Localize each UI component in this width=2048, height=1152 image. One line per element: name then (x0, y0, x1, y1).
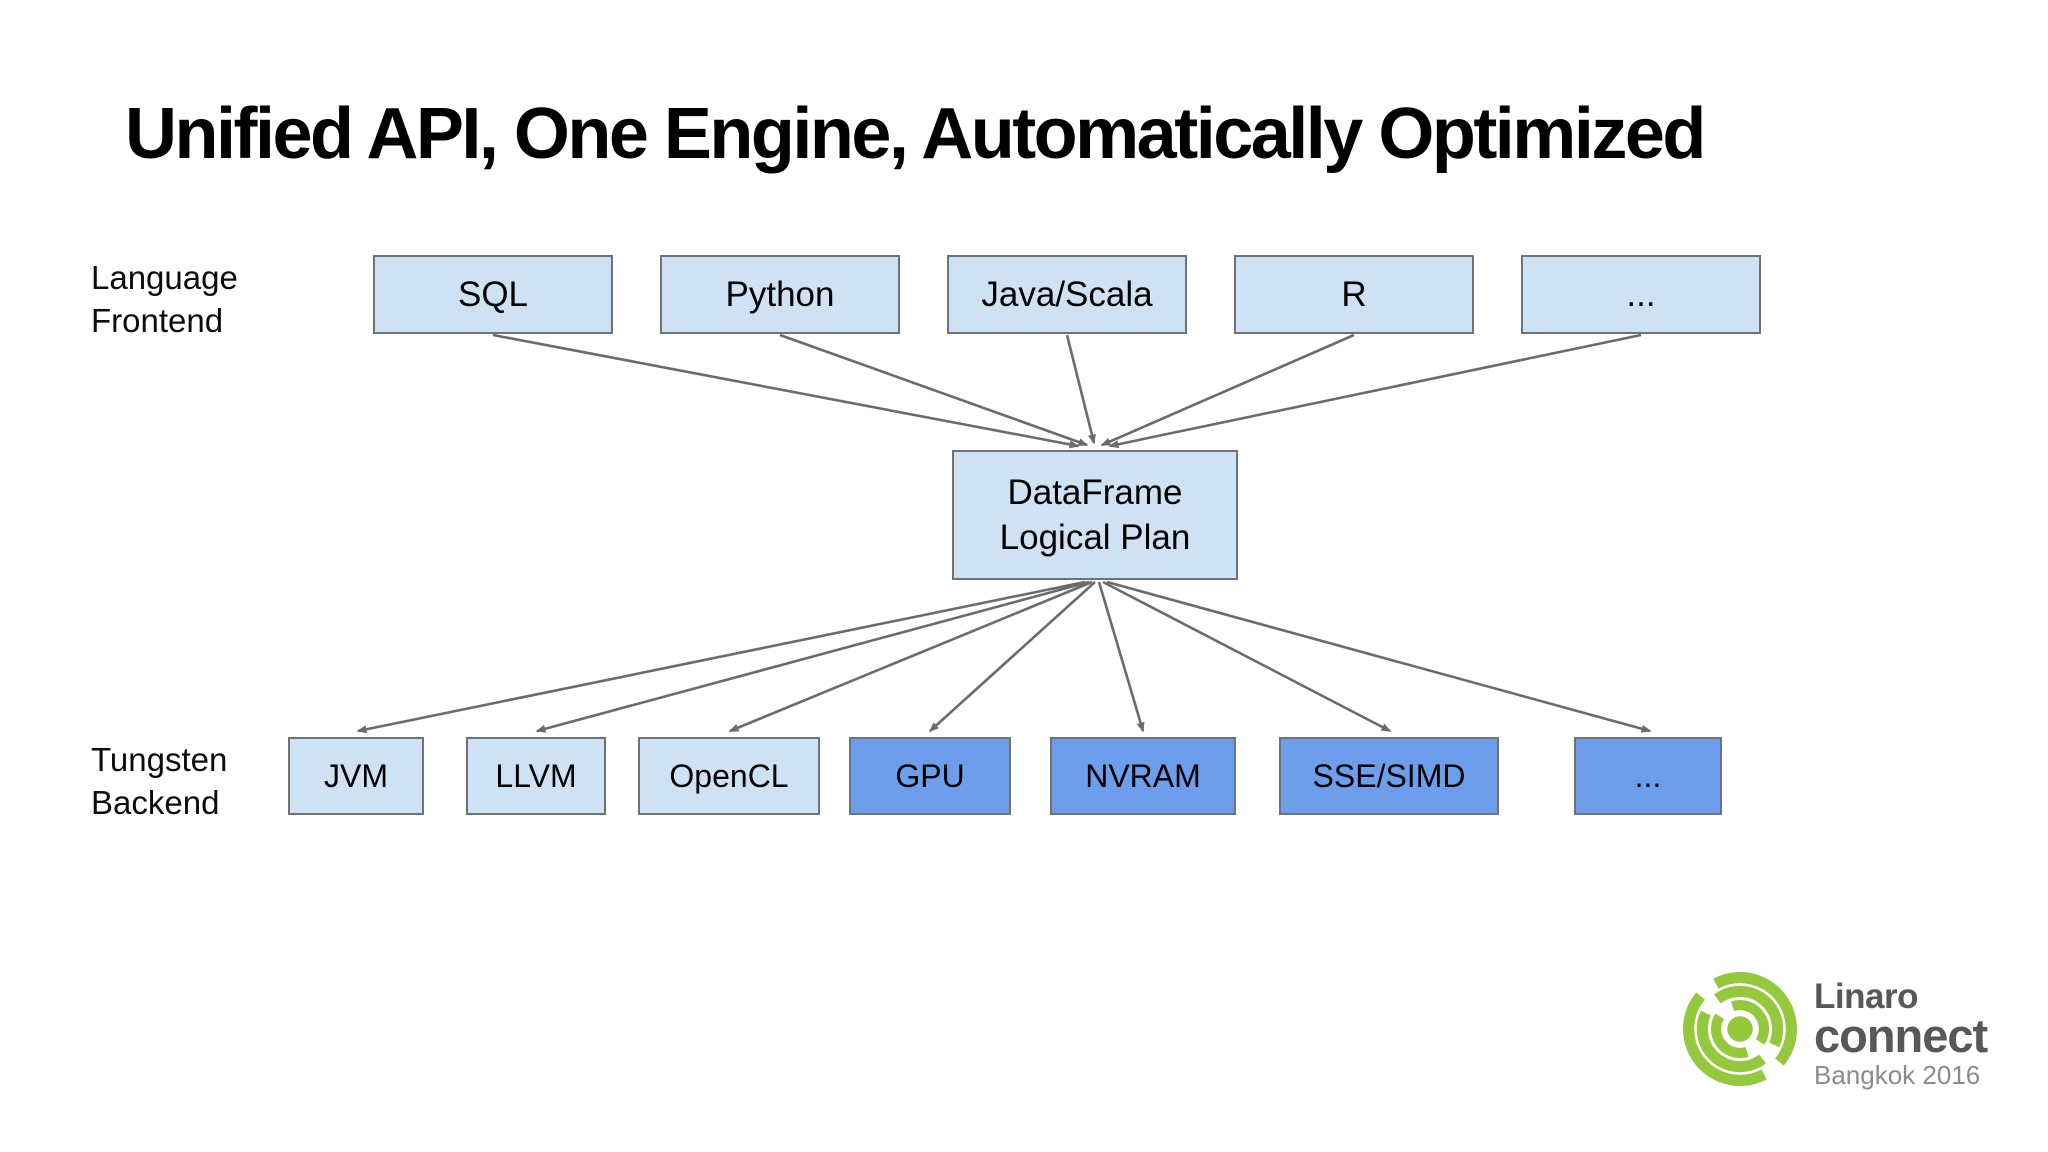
arrow-java-scala-to-plan (1065, 334, 1096, 445)
backend-row-label: Tungsten Backend (91, 738, 227, 824)
backend-box-jvm: JVM (288, 737, 424, 815)
box-label: SSE/SIMD (1312, 757, 1466, 794)
arrow-plan-to-opencl (728, 580, 1093, 733)
frontend-row-label: Language Frontend (91, 256, 238, 342)
backend-box-more: ... (1574, 737, 1722, 815)
arrow-plan-to-gpu (928, 581, 1096, 733)
dataframe-logical-plan-box: DataFrame Logical Plan (952, 450, 1238, 580)
frontend-box-more: ... (1521, 255, 1761, 334)
box-label: Python (725, 274, 835, 314)
slide-title: Unified API, One Engine, Automatically O… (125, 94, 1706, 174)
box-label: LLVM (495, 757, 577, 794)
backend-box-llvm: LLVM (466, 737, 606, 815)
plan-box-line2: Logical Plan (999, 518, 1191, 557)
frontend-box-python: Python (660, 255, 900, 334)
frontend-box-sql: SQL (373, 255, 613, 334)
box-label: ... (1626, 274, 1656, 314)
backend-box-nvram: NVRAM (1050, 737, 1236, 815)
box-label: ... (1634, 757, 1662, 794)
arrow-plan-to-llvm (535, 580, 1090, 733)
box-label: OpenCL (669, 757, 789, 794)
arrow-plan-to-nvram (1097, 581, 1145, 733)
backend-row-label-line2: Backend (91, 784, 220, 821)
arrow-plan-to-jvm (356, 580, 1086, 734)
box-label: Java/Scala (981, 274, 1153, 314)
box-label: SQL (457, 274, 529, 314)
arrow-r-to-plan (1100, 333, 1355, 447)
linaro-target-spiral-icon (1683, 972, 1797, 1086)
plan-box-line1: DataFrame (1007, 473, 1183, 512)
arrow-more-to-plan (1108, 333, 1642, 449)
linaro-connect-logo: Linaro connect Bangkok 2016 (1683, 972, 2023, 1092)
backend-box-sse-simd: SSE/SIMD (1279, 737, 1499, 815)
box-label: JVM (324, 757, 388, 794)
backend-box-opencl: OpenCL (638, 737, 820, 815)
logo-text-block: Linaro connect Bangkok 2016 (1814, 972, 1988, 1090)
backend-box-gpu: GPU (849, 737, 1011, 815)
arrow-plan-to-sse-simd (1102, 580, 1392, 733)
frontend-box-java-scala: Java/Scala (947, 255, 1187, 334)
frontend-to-plan-arrows (492, 333, 1642, 449)
frontend-row-label-line2: Frontend (91, 302, 224, 339)
arrow-python-to-plan (779, 333, 1089, 447)
frontend-box-r: R (1234, 255, 1474, 334)
backend-row-label-line1: Tungsten (91, 741, 228, 778)
box-label: GPU (895, 757, 965, 794)
plan-to-backend-arrows (356, 580, 1652, 734)
logo-brand-bottom: connect (1814, 1009, 1988, 1062)
logo-brand-top: Linaro (1814, 977, 1918, 1016)
logo-subtitle: Bangkok 2016 (1814, 1060, 1981, 1090)
frontend-row-label-line1: Language (91, 259, 238, 296)
arrow-sql-to-plan (492, 333, 1080, 449)
arrow-plan-to-more (1106, 580, 1652, 733)
box-label: R (1341, 274, 1367, 314)
box-label: NVRAM (1085, 757, 1201, 794)
